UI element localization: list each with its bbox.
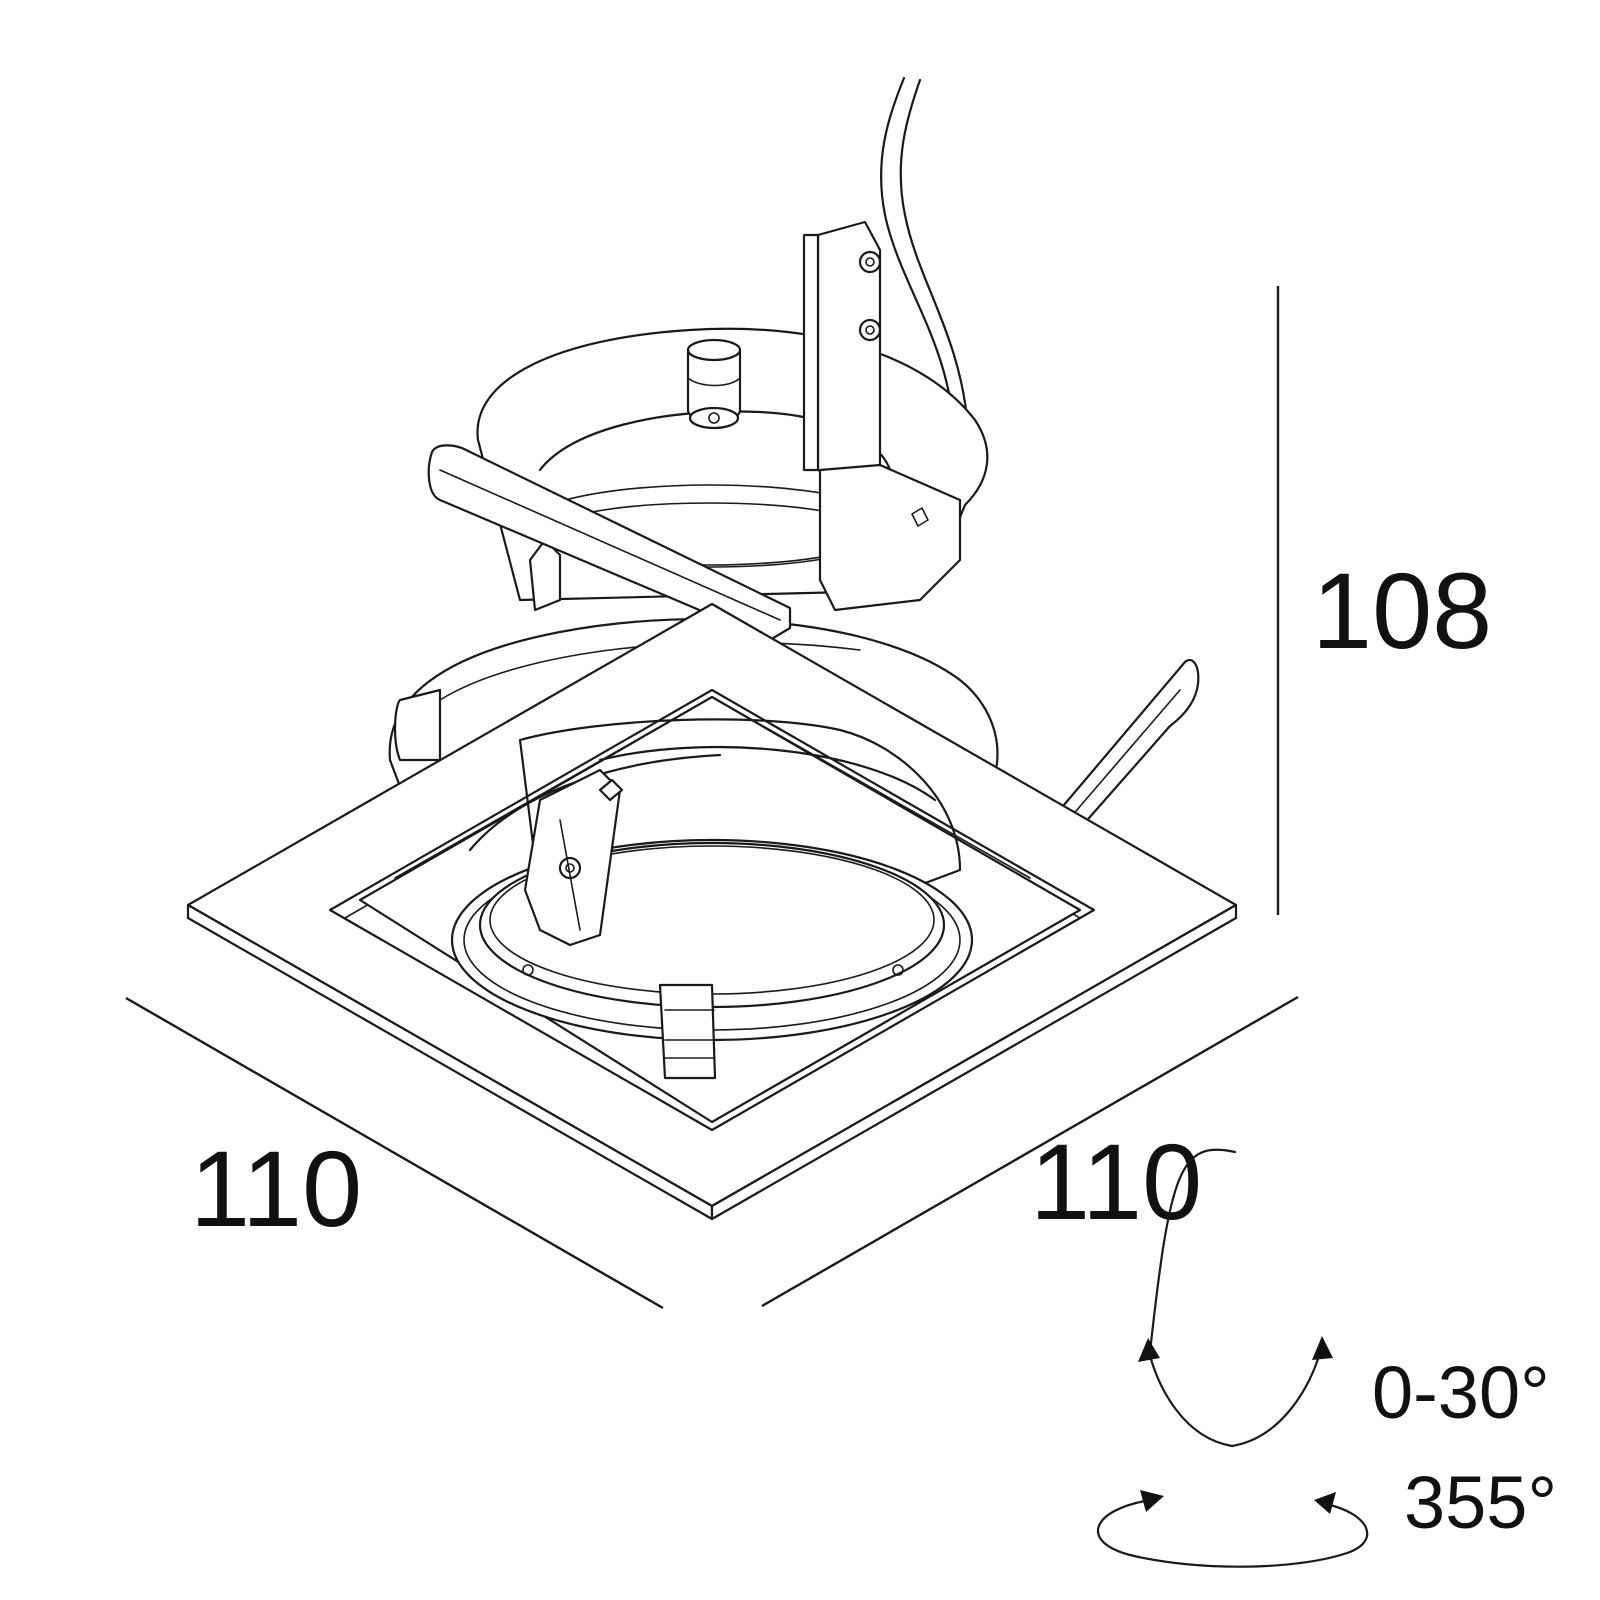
pivot-arm bbox=[523, 768, 624, 947]
height-dimension: 108 bbox=[1276, 286, 1492, 915]
mounting-bracket bbox=[802, 220, 962, 612]
left-width-dimension-line bbox=[125, 996, 664, 1310]
front-clip-tab bbox=[658, 983, 717, 1080]
spring-clip-right bbox=[1056, 659, 1200, 828]
left-width-dimension: 110 bbox=[125, 996, 664, 1310]
tilt-arrow-icon bbox=[1138, 1148, 1333, 1448]
spring-clip-left bbox=[427, 444, 792, 642]
right-width-dimension-line bbox=[761, 995, 1299, 1308]
adjusting-screw bbox=[686, 338, 742, 430]
rotation-angle-label: 355° bbox=[1404, 1461, 1557, 1544]
reflector-cup bbox=[358, 695, 1082, 1124]
tilt-angle-label: 0-30° bbox=[1372, 1351, 1550, 1434]
right-width-label: 110 bbox=[1030, 1121, 1202, 1242]
rotation-arrow-icon bbox=[1097, 1490, 1369, 1568]
left-width-label: 110 bbox=[190, 1128, 362, 1249]
height-label: 108 bbox=[1312, 550, 1492, 671]
right-width-dimension: 110 bbox=[761, 995, 1299, 1308]
power-cable bbox=[879, 76, 970, 432]
